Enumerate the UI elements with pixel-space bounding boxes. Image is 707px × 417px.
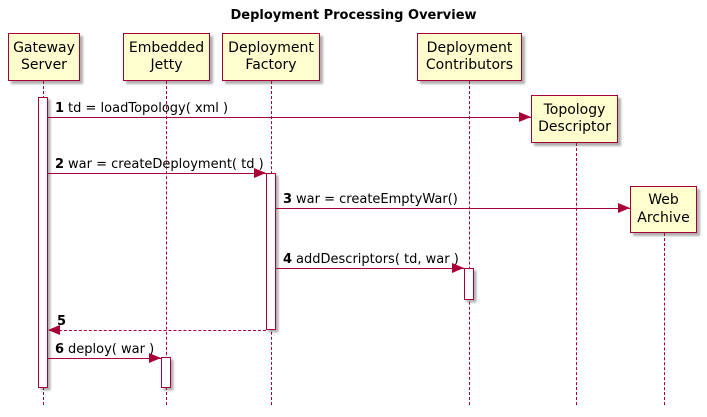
message-4-number: 4 bbox=[283, 252, 293, 267]
message-5-arrowhead-icon bbox=[48, 325, 60, 335]
message-3-line bbox=[276, 208, 630, 209]
message-1-number: 1 bbox=[55, 101, 65, 116]
message-6-text: deploy( war ) bbox=[68, 342, 155, 357]
message-4-text: addDescriptors( td, war ) bbox=[296, 252, 459, 267]
message-3-text: war = createEmptyWar() bbox=[296, 192, 458, 207]
participant-embedded-jetty: Embedded Jetty bbox=[123, 33, 210, 81]
message-1-arrowhead-icon bbox=[519, 112, 531, 122]
message-2-arrowhead-icon bbox=[254, 168, 266, 178]
diagram-title: Deployment Processing Overview bbox=[230, 8, 477, 23]
lifeline-web-archive bbox=[664, 233, 665, 405]
participant-gateway-server: Gateway Server bbox=[8, 33, 80, 81]
message-6-number: 6 bbox=[55, 342, 65, 357]
activation-deployment-contributors bbox=[464, 268, 474, 300]
lifeline-deployment-contributors bbox=[469, 81, 470, 405]
message-2-line bbox=[48, 173, 266, 174]
participant-topology-descriptor: Topology Descriptor bbox=[531, 95, 618, 143]
lifeline-embedded-jetty bbox=[166, 81, 167, 405]
participant-web-archive: Web Archive bbox=[630, 186, 697, 233]
message-1-line bbox=[48, 117, 531, 118]
message-6-arrowhead-icon bbox=[149, 353, 161, 363]
message-4-line bbox=[276, 268, 464, 269]
activation-deployment-factory bbox=[266, 173, 276, 330]
message-2-text: war = createDeployment( td ) bbox=[68, 157, 264, 172]
message-4-arrowhead-icon bbox=[452, 263, 464, 273]
activation-embedded-jetty bbox=[161, 357, 171, 388]
lifeline-topology-descriptor bbox=[576, 143, 577, 405]
message-5-line bbox=[49, 330, 266, 331]
message-1-text: td = loadTopology( xml ) bbox=[68, 101, 229, 116]
message-5-number: 5 bbox=[57, 314, 67, 329]
message-6-line bbox=[48, 358, 161, 359]
message-3-number: 3 bbox=[283, 192, 293, 207]
participant-deployment-contributors: Deployment Contributors bbox=[417, 33, 522, 81]
activation-gateway-server bbox=[38, 97, 48, 388]
message-3-arrowhead-icon bbox=[618, 203, 630, 213]
message-5-label: 5 bbox=[57, 314, 70, 330]
participant-deployment-factory: Deployment Factory bbox=[222, 33, 320, 81]
message-2-number: 2 bbox=[55, 157, 65, 172]
